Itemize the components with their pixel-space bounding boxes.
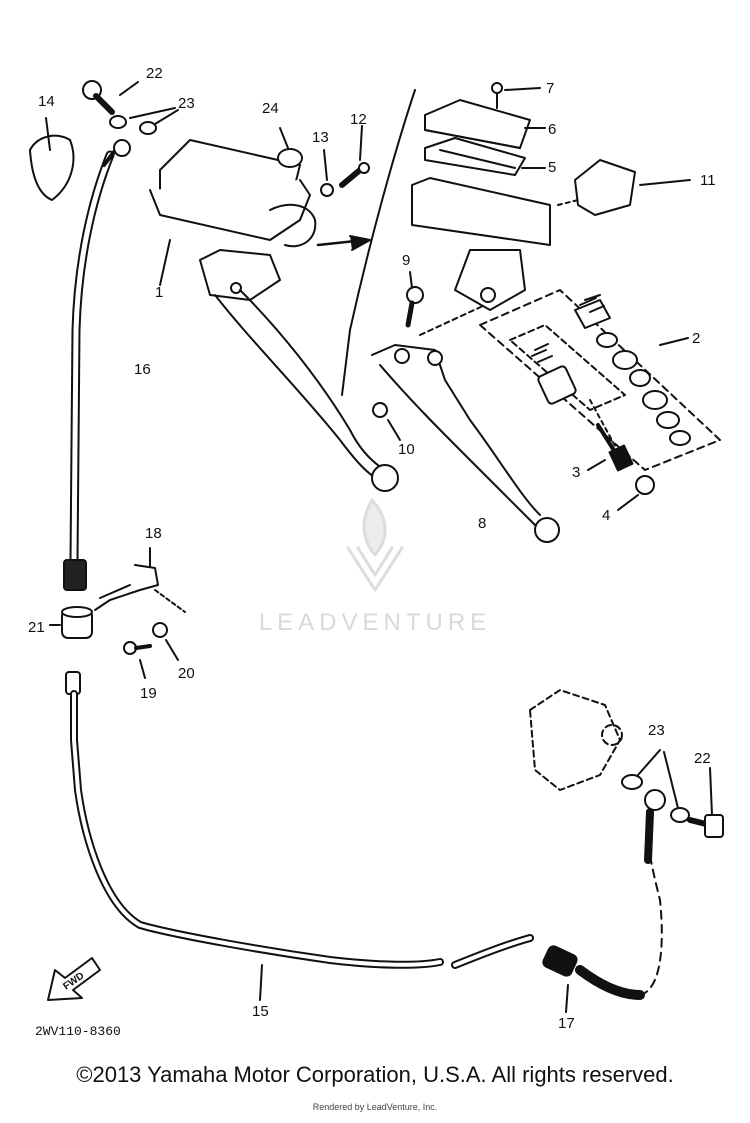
callout-9: 9 [402,252,410,269]
callout-23-top: 23 [178,95,195,112]
callout-15: 15 [252,1003,269,1020]
brake-hose-15 [65,671,534,1001]
union-bolt-22-top [82,80,139,115]
callout-22-top: 22 [146,65,163,82]
rendered-by-credit: Rendered by LeadVenture, Inc. [312,1102,438,1112]
callout-22-bottom: 22 [694,750,711,767]
callout-13: 13 [312,129,329,146]
callout-6: 6 [548,121,556,138]
nut-20 [152,622,168,638]
callout-7: 7 [546,80,554,97]
divider-line [341,89,416,396]
cap-4 [635,475,655,495]
callout-23-bottom: 23 [648,722,665,739]
callout-11: 11 [700,172,716,189]
callout-18: 18 [145,525,162,542]
callouts: 22 14 23 24 13 12 7 6 5 11 1 9 2 16 10 3… [28,65,716,1032]
fwd-arrow-icon [47,957,101,1001]
callout-10: 10 [398,441,415,458]
callout-14: 14 [38,93,55,110]
banjo-fitting [644,789,666,864]
reservoir-cover-6 [424,99,546,149]
fitting-17 [542,839,663,1013]
push-rod-3 [587,399,634,472]
watermark-text: LEADVENTURE [259,609,491,636]
washer-23-bottom-a [621,774,643,790]
diagram-code: 2WV110-8360 [35,1024,121,1039]
callout-5: 5 [548,159,556,176]
cap-11 [557,159,691,216]
parts-diagram: LEADVENTURE [28,65,724,1039]
bolt-12 [339,125,370,188]
callout-17: 17 [558,1015,575,1032]
bolt-19 [123,641,152,679]
callout-12: 12 [350,111,367,128]
callout-19: 19 [140,685,157,702]
callout-20: 20 [178,665,195,682]
callout-2: 2 [692,330,700,347]
copyright-notice: ©2013 Yamaha Motor Corporation, U.S.A. A… [76,1062,674,1087]
rubber-cap-14 [29,134,75,201]
master-cylinder-right [411,177,551,311]
callout-21: 21 [28,619,45,636]
cap-24 [277,148,303,168]
brake-lever-8 [371,344,560,543]
callout-8: 8 [478,515,486,532]
callout-3: 3 [572,464,580,481]
union-bolt-22-bottom [687,767,724,838]
bolt-9 [405,271,424,328]
callout-4: 4 [602,507,610,524]
caliper [529,689,623,791]
washer-23-top-b [139,121,157,135]
diaphragm-5 [424,137,546,176]
callout-24: 24 [262,100,279,117]
piston-kit-2 [479,289,721,471]
callout-1: 1 [155,284,163,301]
washer-23-top-a [109,115,127,129]
bracket-18 [94,547,186,613]
nut-13 [320,183,334,197]
screw-7 [491,82,541,109]
watermark-logo [346,498,404,592]
washer-23-bottom-b [670,807,690,823]
grommet-21 [49,606,93,639]
callout-16: 16 [134,361,151,378]
brake-hose-16 [63,139,131,591]
master-cylinder-1 [149,139,399,492]
nut-10 [372,402,388,418]
